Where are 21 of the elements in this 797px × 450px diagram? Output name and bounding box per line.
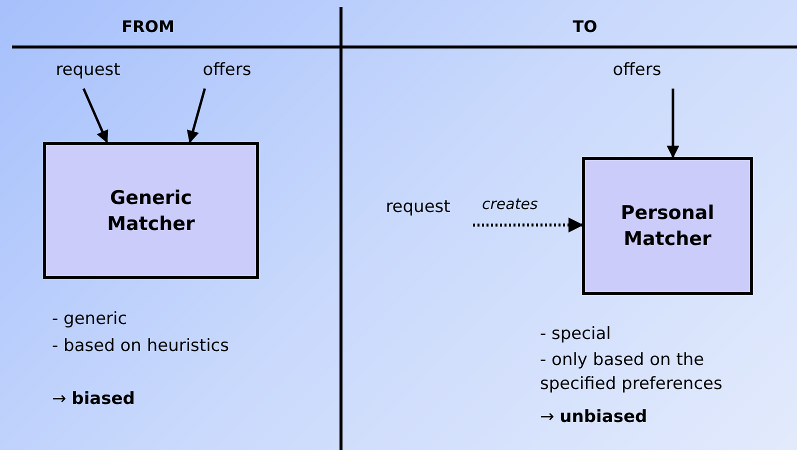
process-box (582, 157, 753, 295)
note-text: - special (540, 323, 612, 346)
edge-label: creates (482, 195, 538, 213)
note-text: - only based on the specified preferences (540, 349, 724, 396)
note-text: - based on heuristics (52, 335, 230, 358)
arrow (186, 88, 206, 144)
input-label: request (374, 197, 462, 223)
arrow (666, 88, 680, 158)
note-text: - generic (52, 308, 128, 331)
input-label: offers (190, 60, 264, 86)
note-text: → unbiased (540, 406, 648, 429)
input-label: request (44, 60, 132, 86)
arrow (473, 218, 584, 233)
column-header: TO (572, 17, 598, 36)
note-text: → biased (52, 388, 136, 411)
box-title: Personal Matcher (620, 201, 716, 252)
column-header: FROM (120, 17, 176, 36)
input-label: offers (600, 60, 674, 86)
arrow (82, 88, 108, 144)
box-title: Generic Matcher (106, 186, 196, 236)
process-box (43, 142, 259, 279)
